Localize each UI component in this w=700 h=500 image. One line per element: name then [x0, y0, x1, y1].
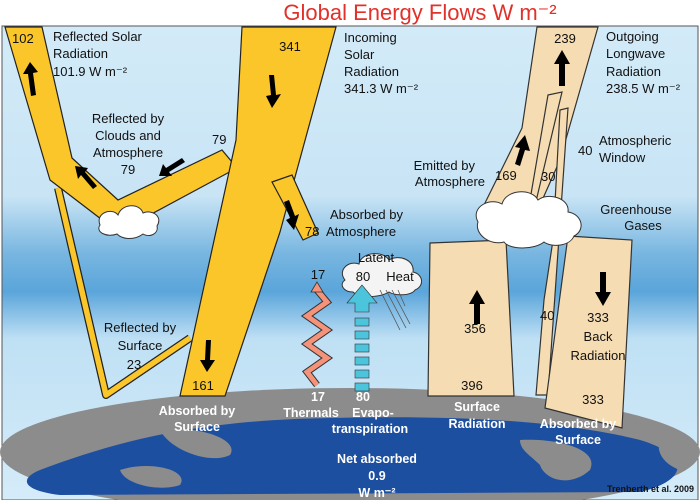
surface-radiation-band — [427, 239, 515, 397]
net-absorbed-value: 0.9 — [368, 469, 385, 483]
greenhouse-cloud-icon — [475, 191, 582, 249]
latent-label: Latent — [358, 250, 395, 265]
heat-label: Heat — [386, 269, 414, 284]
surface-radiation-label: Radiation — [449, 417, 506, 431]
absorbed-surface-value: 161 — [192, 378, 214, 393]
back-radiation-label: Radiation — [571, 348, 626, 363]
reflected-solar-label: Reflected Solar — [53, 29, 143, 44]
surface-reflect-value: 23 — [127, 357, 141, 372]
earth — [0, 388, 700, 500]
incoming-solar-band — [179, 26, 337, 397]
shortwave-labels: 102 Reflected Solar Radiation 101.9 W m⁻… — [12, 29, 419, 434]
outgoing-value: 239 — [554, 31, 576, 46]
direction-arrows-icon — [23, 50, 611, 372]
reflected-solar-value-label: 101.9 W m⁻² — [53, 64, 128, 79]
absorbed-surface-label: Absorbed by — [159, 404, 235, 418]
absorbed-atmosphere-label: Absorbed by — [330, 207, 403, 222]
back-absorbed-label: Surface — [555, 433, 601, 447]
nonradiative-labels: Latent 80 Heat 17 17 Thermals 80 Evapo- … — [283, 250, 417, 500]
greenhouse-label: Gases — [624, 218, 662, 233]
window-value: 40 — [578, 143, 592, 158]
evapo-value: 80 — [356, 390, 370, 404]
outgoing-value-label: 238.5 W m⁻² — [606, 81, 681, 96]
clouds-reflect-label: Atmosphere — [93, 145, 163, 160]
clouds-reflect-value: 79 — [121, 162, 135, 177]
surface-reflect-label: Surface — [118, 338, 163, 353]
surface-up-value: 356 — [464, 321, 486, 336]
evapotranspiration-arrow — [346, 284, 378, 392]
outgoing-label: Radiation — [606, 64, 661, 79]
diagram-title: Global Energy Flows W m⁻² — [283, 0, 556, 25]
surface-radiation-label: Surface — [454, 400, 500, 414]
back-absorbed-label: Absorbed by — [540, 417, 616, 431]
credit-text: Trenberth et al. 2009 — [607, 484, 694, 494]
incoming-label: Radiation — [344, 64, 399, 79]
greenhouse-label: Greenhouse — [600, 202, 672, 217]
incoming-value: 341 — [279, 39, 301, 54]
evapo-label: Evapo- — [352, 406, 394, 420]
surface-value: 396 — [461, 378, 483, 393]
emitted-label: Atmosphere — [415, 174, 485, 189]
thermals-top-value: 17 — [311, 267, 325, 282]
shortwave-flows — [4, 26, 337, 399]
back-radiation-value: 333 — [587, 310, 609, 325]
outgoing-label: Longwave — [606, 46, 665, 61]
net-absorbed-unit: W m⁻² — [358, 486, 395, 500]
cloud-emitted-value: 30 — [541, 169, 555, 184]
thermals-label: Thermals — [283, 406, 339, 420]
back-radiation-label: Back — [584, 329, 613, 344]
window-lower-value: 40 — [540, 308, 554, 323]
window-label: Window — [599, 150, 646, 165]
longwave-flows — [427, 26, 633, 429]
latent-value: 80 — [356, 269, 370, 284]
evapo-label: transpiration — [332, 422, 408, 436]
cloud-icon — [98, 205, 160, 239]
clouds-reflect-label: Clouds and — [95, 128, 161, 143]
incoming-label: Solar — [344, 47, 375, 62]
thermals-value: 17 — [311, 390, 325, 404]
incoming-label: Incoming — [344, 30, 397, 45]
emitted-value: 169 — [495, 168, 517, 183]
back-absorbed-value: 333 — [582, 392, 604, 407]
net-absorbed-label: Net absorbed — [337, 452, 417, 466]
emitted-label: Emitted by — [414, 158, 476, 173]
reflected-solar-band — [4, 26, 238, 233]
clouds-reflect-label: Reflected by — [92, 111, 165, 126]
clouds-reflect-band-value: 79 — [212, 132, 226, 147]
surface-reflect-label: Reflected by — [104, 320, 177, 335]
reflected-solar-label: Radiation — [53, 46, 108, 61]
longwave-labels: 239 Outgoing Longwave Radiation 238.5 W … — [414, 29, 681, 447]
incoming-value-label: 341.3 W m⁻² — [344, 81, 419, 96]
absorbed-atmosphere-value: 78 — [305, 224, 319, 239]
window-label: Atmospheric — [599, 133, 672, 148]
absorbed-atmosphere-label: Atmosphere — [326, 224, 396, 239]
outgoing-label: Outgoing — [606, 29, 659, 44]
reflected-total-value: 102 — [12, 31, 34, 46]
absorbed-surface-label: Surface — [174, 420, 220, 434]
back-radiation-band — [544, 235, 633, 429]
